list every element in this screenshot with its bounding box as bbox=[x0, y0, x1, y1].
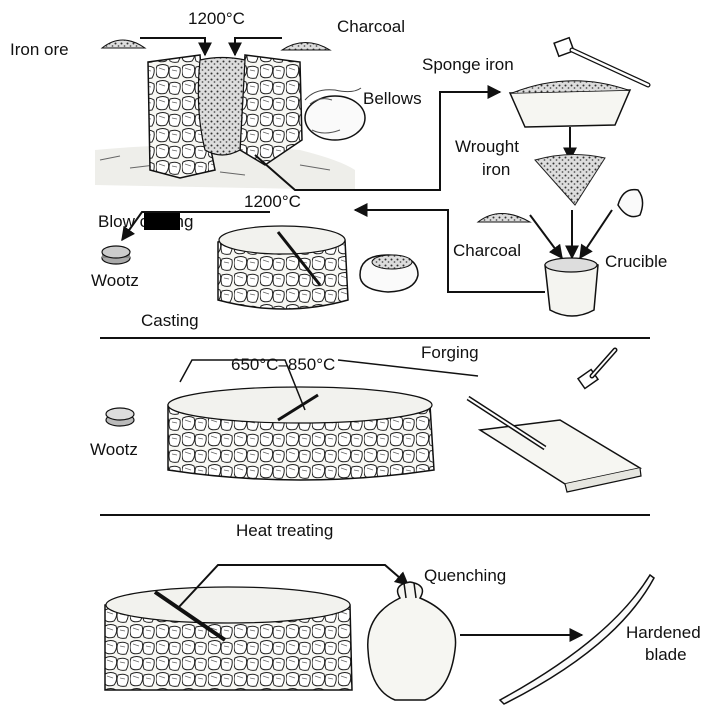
label-temp-top: 1200°C bbox=[188, 9, 245, 28]
redaction-bar bbox=[144, 213, 180, 230]
charcoal-pile-mid bbox=[478, 214, 530, 223]
label-charcoal-top: Charcoal bbox=[337, 17, 405, 36]
bellows bbox=[305, 96, 365, 140]
label-wrought-iron-1: Wrought bbox=[455, 137, 519, 156]
forging-hammer-icon bbox=[578, 350, 615, 389]
wootz-cake bbox=[102, 246, 130, 264]
label-wootz-mid: Wootz bbox=[90, 440, 138, 459]
sponge-iron-tray bbox=[510, 90, 630, 127]
wootz-ingot bbox=[106, 408, 134, 426]
label-forging: Forging bbox=[421, 343, 479, 362]
label-sponge-iron: Sponge iron bbox=[422, 55, 514, 74]
label-heat-treating: Heat treating bbox=[236, 521, 333, 540]
label-hardened-1: Hardened bbox=[626, 623, 701, 642]
iron-ore-pile bbox=[102, 40, 145, 48]
charcoal-pile bbox=[282, 43, 330, 51]
label-wrought-iron-2: iron bbox=[482, 160, 510, 179]
label-temp-mid: 1200°C bbox=[244, 192, 301, 211]
label-bellows: Bellows bbox=[363, 89, 422, 108]
label-temp-forging: 650°C–850°C bbox=[231, 355, 335, 374]
arrow-charcoal-in bbox=[235, 38, 282, 55]
furnace-charge bbox=[198, 58, 245, 156]
label-wootz-top: Wootz bbox=[91, 271, 139, 290]
quench-jar bbox=[368, 582, 456, 700]
label-quenching: Quenching bbox=[424, 566, 506, 585]
label-hardened-2: blade bbox=[645, 645, 687, 664]
forging-section bbox=[106, 350, 641, 492]
label-casting: Casting bbox=[141, 311, 199, 330]
hammer-icon bbox=[554, 38, 648, 85]
label-iron-ore: Iron ore bbox=[10, 40, 69, 59]
heat-treating-section bbox=[105, 565, 654, 704]
arrow-ore-in bbox=[140, 38, 205, 55]
crucible-lid bbox=[618, 190, 643, 217]
label-crucible: Crucible bbox=[605, 252, 667, 271]
wrought-iron-pieces bbox=[535, 154, 605, 205]
label-charcoal-mid: Charcoal bbox=[453, 241, 521, 260]
